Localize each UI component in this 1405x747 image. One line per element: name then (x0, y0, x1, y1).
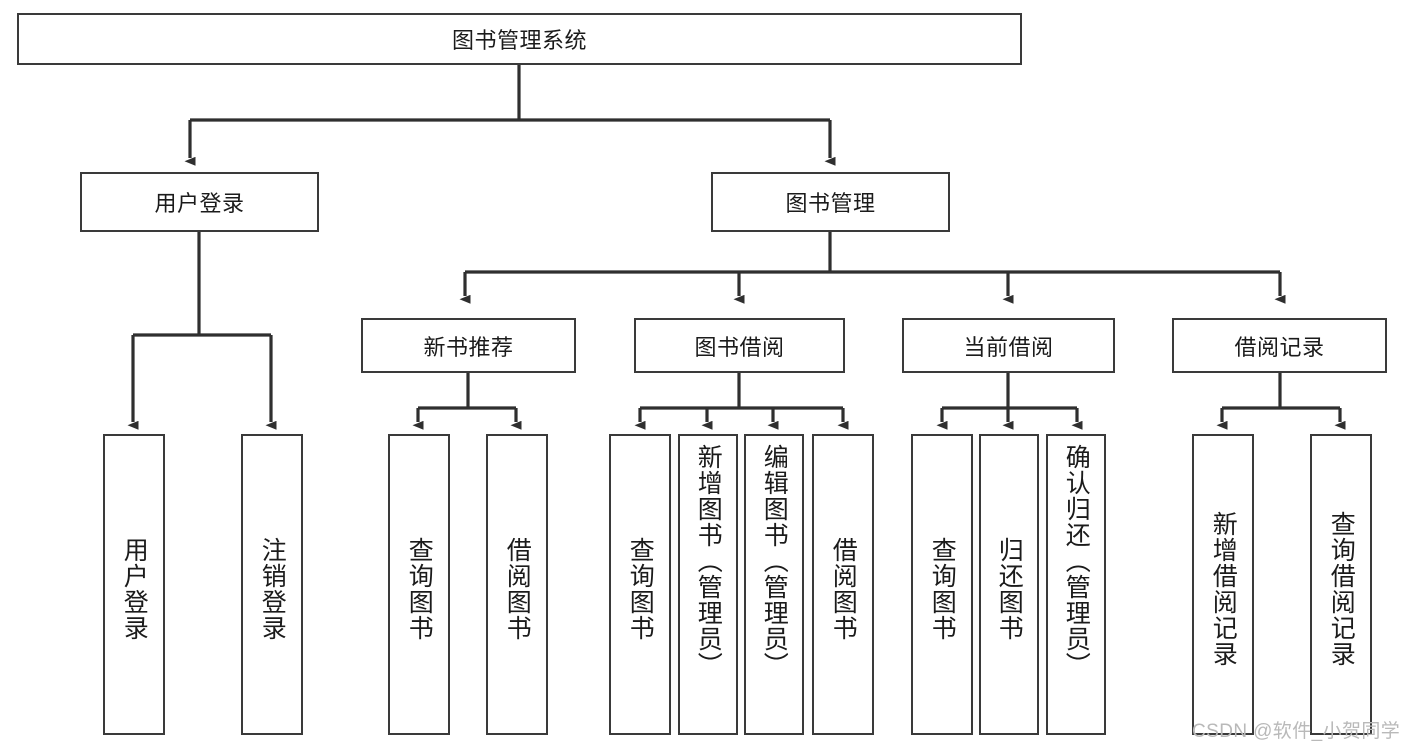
leaf-user-login[interactable]: 用户登录 (103, 434, 165, 735)
leaf-record-query-record[interactable]: 查询借阅记录 (1310, 434, 1372, 735)
node-book-management-label: 图书管理 (785, 191, 876, 216)
leaf-current-return-book-label: 归还图书 (995, 536, 1024, 641)
leaf-current-confirm-return-label: 确认归还（管理员） (1062, 444, 1091, 678)
node-book-management[interactable]: 图书管理 (711, 172, 950, 232)
node-current-borrow[interactable]: 当前借阅 (902, 318, 1115, 373)
node-borrow-record-label: 借阅记录 (1234, 334, 1325, 360)
leaf-current-confirm-return[interactable]: 确认归还（管理员） (1046, 434, 1106, 735)
node-current-borrow-label: 当前借阅 (963, 334, 1054, 360)
leaf-current-return-book[interactable]: 归还图书 (979, 434, 1039, 735)
leaf-borrow-query-book-label: 查询图书 (626, 536, 655, 641)
leaf-user-logout[interactable]: 注销登录 (241, 434, 303, 735)
node-root[interactable]: 图书管理系统 (17, 13, 1022, 65)
node-root-label: 图书管理系统 (451, 28, 587, 53)
leaf-newbook-borrow-book[interactable]: 借阅图书 (486, 434, 548, 735)
leaf-newbook-query-book-label: 查询图书 (405, 536, 434, 641)
leaf-borrow-edit-book[interactable]: 编辑图书（管理员） (744, 434, 804, 735)
leaf-user-logout-label: 注销登录 (258, 536, 287, 641)
leaf-borrow-borrow-book-label: 借阅图书 (829, 536, 858, 641)
leaf-record-query-record-label: 查询借阅记录 (1327, 510, 1356, 667)
leaf-record-add-record[interactable]: 新增借阅记录 (1192, 434, 1254, 735)
leaf-borrow-add-book[interactable]: 新增图书（管理员） (678, 434, 738, 735)
node-new-book-recommend[interactable]: 新书推荐 (361, 318, 576, 373)
leaf-record-add-record-label: 新增借阅记录 (1209, 510, 1238, 667)
leaf-borrow-borrow-book[interactable]: 借阅图书 (812, 434, 874, 735)
leaf-borrow-query-book[interactable]: 查询图书 (609, 434, 671, 735)
node-user-login[interactable]: 用户登录 (80, 172, 319, 232)
leaf-user-login-label: 用户登录 (120, 536, 149, 641)
leaf-current-query-book-label: 查询图书 (928, 536, 957, 641)
leaf-current-query-book[interactable]: 查询图书 (911, 434, 973, 735)
node-book-borrow-label: 图书借阅 (694, 334, 785, 360)
node-borrow-record[interactable]: 借阅记录 (1172, 318, 1387, 373)
leaf-borrow-edit-book-label: 编辑图书（管理员） (760, 444, 789, 678)
leaf-newbook-query-book[interactable]: 查询图书 (388, 434, 450, 735)
node-new-book-recommend-label: 新书推荐 (423, 334, 514, 360)
node-user-login-label: 用户登录 (154, 191, 245, 216)
node-book-borrow[interactable]: 图书借阅 (634, 318, 845, 373)
leaf-newbook-borrow-book-label: 借阅图书 (503, 536, 532, 641)
csdn-watermark: CSDN @软件_小贺同学 (1192, 721, 1401, 742)
leaf-borrow-add-book-label: 新增图书（管理员） (694, 444, 723, 678)
